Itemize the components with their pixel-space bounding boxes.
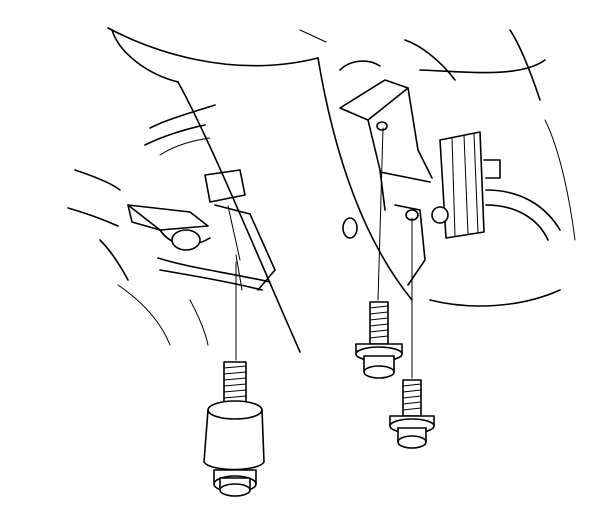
lower-housing bbox=[67, 104, 216, 346]
rubber-boot bbox=[431, 131, 561, 241]
column-mount-bolt-with-bushing bbox=[203, 361, 265, 497]
flange-bolt-lower bbox=[389, 379, 435, 449]
right-structure bbox=[404, 29, 576, 307]
flange-bolt-upper bbox=[355, 301, 403, 379]
column-bracket bbox=[127, 169, 276, 291]
steering-column bbox=[107, 27, 413, 353]
leader-lines bbox=[235, 127, 413, 379]
mounting-flange bbox=[339, 60, 433, 286]
